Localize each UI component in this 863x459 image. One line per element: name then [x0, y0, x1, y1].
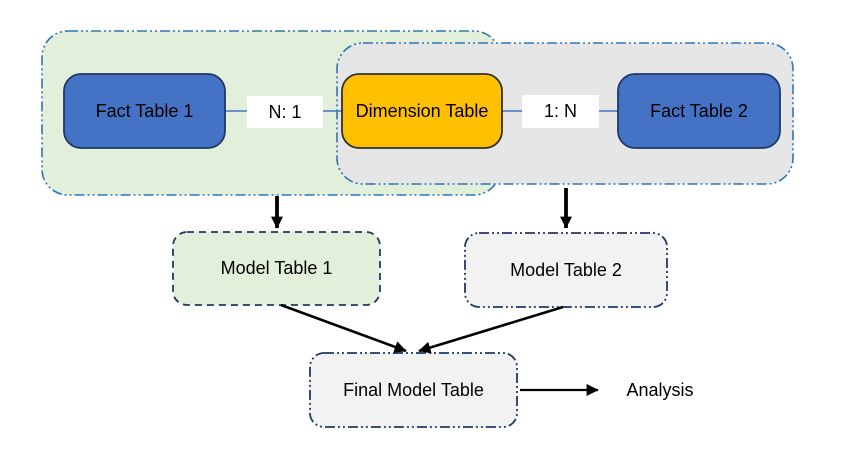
final-model-table-box: [309, 352, 518, 428]
final-model-table-label: Final Model Table: [343, 379, 484, 400]
fact-table-2-box: [617, 73, 781, 149]
relation-n-to-1-label: N: 1: [247, 96, 323, 128]
fact-table-1-box: [63, 73, 226, 149]
model-table-1-label: Model Table 1: [220, 258, 333, 278]
relation-1-to-n-label: 1: N: [522, 95, 599, 128]
analysis-label: Analysis: [626, 379, 694, 400]
dimension-table-box: [341, 73, 503, 149]
model-table-2-box: [464, 232, 668, 308]
fact-table-1-label: Fact Table 1: [95, 100, 194, 121]
dimension-table-label: Dimension Table: [355, 100, 489, 121]
model2-to-final-arrow: [418, 305, 564, 354]
model1-to-final-arrow: [280, 303, 407, 353]
model-table-2-label: Model Table 2: [510, 259, 622, 280]
model-table-1-box: [172, 231, 381, 306]
fact-table-2-label: Fact Table 2: [650, 100, 748, 121]
